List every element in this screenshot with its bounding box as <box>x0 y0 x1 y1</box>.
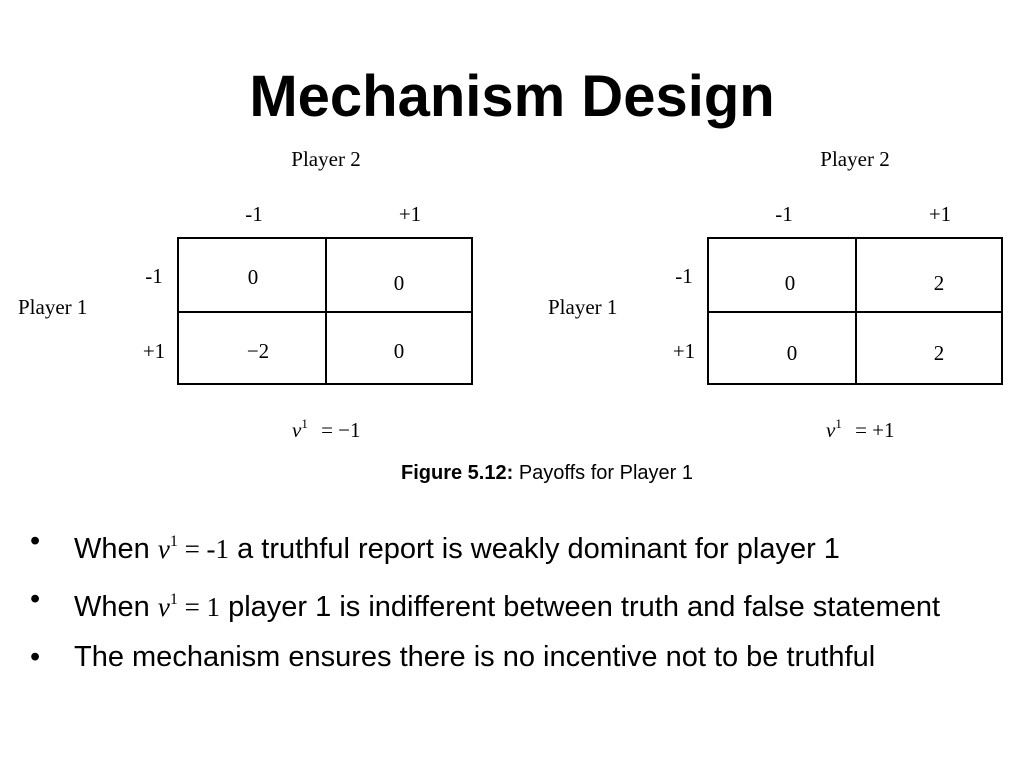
math-superscript: 1 <box>169 591 178 608</box>
bullet-dot: • <box>30 641 41 673</box>
player1-label: Player 1 <box>548 295 618 319</box>
math-variable: v <box>157 534 170 564</box>
bullet-list: • When v1 = -1 a truthful report is weak… <box>30 522 1010 688</box>
bullet-text: player 1 is indifferent between truth an… <box>220 591 941 623</box>
player2-label: Player 2 <box>820 147 890 171</box>
figure-number: Figure 5.12: <box>401 462 514 484</box>
player1-label: Player 1 <box>18 295 88 319</box>
math-expression: v1 = 1 <box>157 591 221 622</box>
math-equation: = -1 <box>177 534 230 564</box>
v-variable: v <box>292 418 302 442</box>
bullet-item: • When v1 = -1 a truthful report is weak… <box>30 522 1010 569</box>
row-header: -1 <box>675 264 693 288</box>
v-equation: = +1 <box>855 418 895 442</box>
payoff-cell: 0 <box>393 339 405 363</box>
slide-title: Mechanism Design <box>249 64 775 129</box>
payoff-cell: −2 <box>246 339 270 363</box>
figure-caption-text: Payoffs for Player 1 <box>513 462 693 484</box>
row-header: +1 <box>672 339 696 363</box>
col-header: +1 <box>398 202 422 226</box>
v-superscript: 1 <box>301 416 308 431</box>
payoff-cell: 0 <box>784 271 796 295</box>
bullet-dot: • <box>30 583 41 615</box>
grid-divider <box>709 311 1001 313</box>
grid-divider <box>179 311 471 313</box>
row-header: -1 <box>145 264 163 288</box>
col-header: -1 <box>775 202 793 226</box>
bullet-text: The mechanism ensures there is no incent… <box>74 641 876 673</box>
v-equation: = −1 <box>321 418 361 442</box>
bullet-dot: • <box>30 525 41 557</box>
bullet-item: • When v1 = 1 player 1 is indifferent be… <box>30 580 1010 627</box>
bullet-item: • The mechanism ensures there is no ince… <box>30 638 1010 677</box>
payoff-grid: 0 0 −2 0 <box>177 237 473 385</box>
figure-caption: Figure 5.12: Payoffs for Player 1 <box>0 461 1024 485</box>
math-expression: v1 = -1 <box>157 533 230 564</box>
v-superscript: 1 <box>835 416 842 431</box>
payoff-cell: 2 <box>933 341 945 365</box>
payoff-grid: 0 2 0 2 <box>707 237 1003 385</box>
payoff-cell: 0 <box>786 341 798 365</box>
v-variable: v <box>826 418 836 442</box>
row-header: +1 <box>142 339 166 363</box>
v-value-label: v1 = +1 <box>826 412 895 442</box>
payoff-cell: 0 <box>393 271 405 295</box>
math-superscript: 1 <box>169 533 178 550</box>
payoff-cell: 0 <box>247 265 259 289</box>
math-variable: v <box>157 592 170 622</box>
player2-label: Player 2 <box>291 147 361 171</box>
bullet-text: a truthful report is weakly dominant for… <box>229 533 840 565</box>
payoff-cell: 2 <box>933 271 945 295</box>
math-equation: = 1 <box>177 592 221 622</box>
bullet-text: When <box>74 533 158 565</box>
col-header: -1 <box>245 202 263 226</box>
col-header: +1 <box>928 202 952 226</box>
bullet-text: When <box>74 591 158 623</box>
v-value-label: v1 = −1 <box>292 412 361 442</box>
